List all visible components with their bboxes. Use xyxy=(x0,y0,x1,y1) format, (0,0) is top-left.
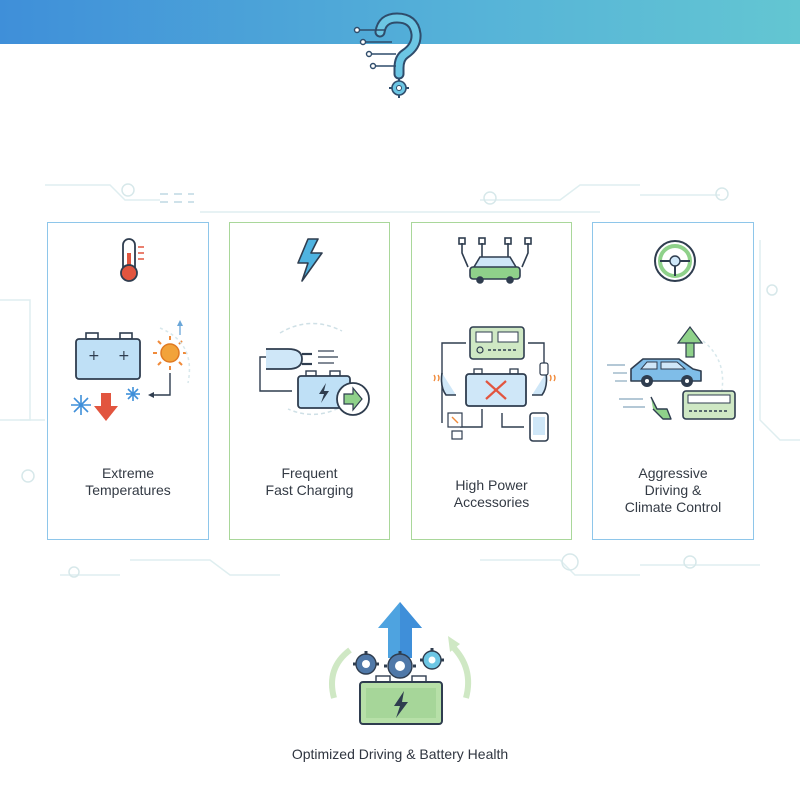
charging-plug-icon xyxy=(266,348,338,370)
lightning-bolt-icon xyxy=(297,238,323,282)
card-frequent-fast-charging: Frequent Fast Charging xyxy=(229,222,390,540)
forward-arrow-icon xyxy=(336,382,370,416)
card-label: Aggressive Driving & Climate Control xyxy=(624,465,722,515)
card-label: High Power Accessories xyxy=(453,477,530,510)
thermometer-icon xyxy=(120,238,144,282)
phone-icon xyxy=(529,412,549,442)
card-aggressive-driving: Aggressive Driving & Climate Control xyxy=(592,222,754,540)
svg-text:+: + xyxy=(118,348,130,364)
car-with-plugs-icon xyxy=(458,237,532,284)
circuit-question-mark-icon xyxy=(353,12,422,98)
battery-icon xyxy=(359,675,443,725)
card-extreme-temperatures: + + Extrem xyxy=(47,222,209,540)
optimized-battery-illustration xyxy=(329,602,472,725)
sun-icon xyxy=(153,336,187,370)
control-panel-icon xyxy=(469,326,525,360)
gears-icon xyxy=(353,648,444,679)
card-label: Extreme Temperatures xyxy=(85,465,171,498)
snowflake-icon xyxy=(71,387,140,415)
up-arrow-icon xyxy=(378,602,422,658)
svg-text:+: + xyxy=(88,348,100,364)
heated-seat-icon xyxy=(433,372,556,396)
battery-icon: + + xyxy=(75,332,141,380)
steering-wheel-icon xyxy=(654,240,696,282)
footer-label: Optimized Driving & Battery Health xyxy=(291,746,509,762)
card-high-power-accessories: High Power Accessories xyxy=(411,222,572,540)
climate-panel-icon xyxy=(682,390,736,420)
down-arrow-icon xyxy=(94,393,118,421)
dead-battery-icon xyxy=(465,368,527,407)
speeding-car-icon xyxy=(607,358,702,408)
up-arrow-icon xyxy=(676,326,704,358)
card-label: Frequent Fast Charging xyxy=(265,465,354,498)
